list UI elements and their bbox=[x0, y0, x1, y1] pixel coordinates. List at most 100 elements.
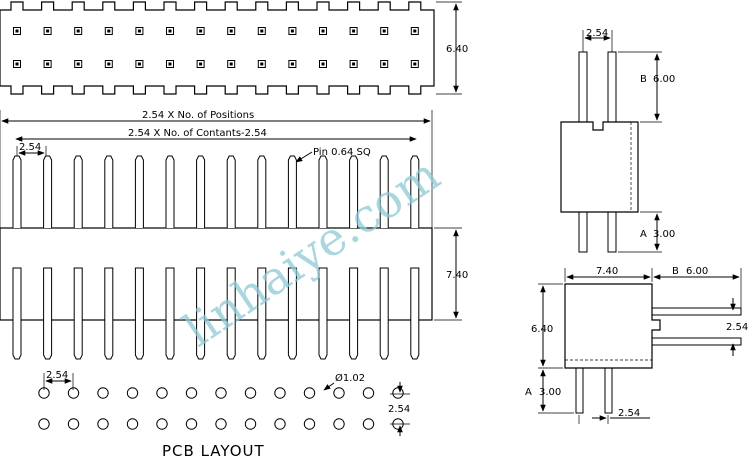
square-hole-center bbox=[107, 62, 111, 66]
pin-spec-label: Pin 0.64 SQ bbox=[313, 147, 371, 158]
pcb-hole bbox=[126, 418, 139, 430]
pcb-layout: 2.54 Ø1.02 2.54 PCB LAYOUT bbox=[38, 370, 410, 457]
square-hole-center bbox=[137, 62, 141, 66]
front-pin-upper bbox=[318, 155, 328, 228]
square-hole-center bbox=[352, 62, 356, 66]
front-pins bbox=[12, 155, 420, 360]
ra-body bbox=[564, 283, 661, 369]
pcb-holes bbox=[38, 387, 404, 430]
square-hole-center bbox=[137, 29, 141, 33]
ra-b-value: 6.00 bbox=[686, 266, 708, 277]
front-pin-lower bbox=[226, 267, 236, 360]
front-pin-upper bbox=[287, 155, 297, 228]
square-hole-center bbox=[15, 29, 19, 33]
square-hole-center bbox=[199, 29, 203, 33]
square-hole-center bbox=[229, 62, 233, 66]
front-pin-lower bbox=[73, 267, 83, 360]
front-pin-upper bbox=[257, 155, 267, 228]
front-pin-lower bbox=[196, 267, 206, 360]
square-hole-center bbox=[260, 62, 264, 66]
pcb-hole bbox=[244, 387, 257, 399]
ra-pitch-right-label: 2.54 bbox=[726, 322, 748, 333]
pcb-hole bbox=[38, 418, 50, 430]
square-hole-center bbox=[76, 62, 80, 66]
top-height-label: 6.40 bbox=[446, 44, 468, 55]
pcb-hole bbox=[215, 387, 227, 399]
front-pin-lower bbox=[104, 267, 114, 360]
front-pin-upper bbox=[134, 155, 144, 228]
front-pin-upper bbox=[410, 155, 420, 228]
square-hole-center bbox=[382, 62, 386, 66]
front-pin-upper bbox=[12, 155, 22, 228]
side-pitch-label: 2.54 bbox=[586, 28, 608, 39]
front-pin-lower bbox=[12, 267, 22, 360]
square-hole-center bbox=[321, 62, 325, 66]
square-hole-center bbox=[321, 29, 325, 33]
front-pin-upper bbox=[104, 155, 114, 228]
front-pin-lower bbox=[318, 267, 328, 360]
pcb-hole bbox=[126, 387, 139, 399]
front-pin-lower bbox=[349, 267, 359, 360]
pcb-hole bbox=[303, 418, 316, 430]
pcb-hole bbox=[67, 387, 80, 399]
side-b-label: B bbox=[640, 74, 647, 85]
front-pin-lower bbox=[379, 267, 389, 360]
front-pin-upper bbox=[226, 155, 236, 228]
pcb-layout-title: PCB LAYOUT bbox=[162, 442, 265, 457]
front-pin-upper bbox=[379, 155, 389, 228]
front-pin-lower bbox=[165, 267, 175, 360]
square-hole-center bbox=[290, 29, 294, 33]
front-body bbox=[0, 227, 433, 321]
front-pin-upper bbox=[349, 155, 359, 228]
top-view-holes bbox=[13, 27, 419, 68]
pcb-hole bbox=[156, 418, 168, 430]
pcb-hole bbox=[274, 387, 286, 399]
front-pin-upper bbox=[43, 155, 53, 228]
front-pin-upper bbox=[73, 155, 83, 228]
front-pin-lower bbox=[43, 267, 53, 360]
side-b-value: 6.00 bbox=[653, 74, 675, 85]
pcb-hole bbox=[185, 418, 198, 430]
pcb-hole bbox=[97, 418, 109, 430]
front-pitch-label: 2.54 bbox=[19, 142, 41, 153]
square-hole-center bbox=[199, 62, 203, 66]
square-hole-center bbox=[46, 62, 50, 66]
total-length-label: 2.54 X No. of Positions bbox=[142, 110, 254, 121]
pcb-hole bbox=[362, 387, 375, 399]
square-hole-center bbox=[352, 29, 356, 33]
side-a-value: 3.00 bbox=[653, 229, 675, 240]
pcb-hole bbox=[215, 418, 227, 430]
square-hole-center bbox=[382, 29, 386, 33]
square-hole-center bbox=[46, 29, 50, 33]
front-view: 2.54 X No. of Positions 2.54 X No. of Co… bbox=[0, 110, 468, 360]
side-view: 2.54 B 6.00 A 3.00 bbox=[560, 28, 675, 253]
side-a-label: A bbox=[640, 229, 647, 240]
side-body bbox=[560, 121, 639, 213]
square-hole-center bbox=[413, 29, 417, 33]
pcb-pitch-v-label: 2.54 bbox=[388, 404, 410, 415]
square-hole-center bbox=[107, 29, 111, 33]
square-hole-center bbox=[168, 62, 172, 66]
front-height-label: 7.40 bbox=[446, 270, 468, 281]
square-hole-center bbox=[168, 29, 172, 33]
front-pin-upper bbox=[196, 155, 206, 228]
pcb-hole bbox=[333, 387, 345, 399]
pcb-hole bbox=[185, 387, 198, 399]
contact-length-label: 2.54 X No. of Contants-2.54 bbox=[128, 128, 267, 139]
ra-b-label: B bbox=[672, 266, 679, 277]
pcb-hole bbox=[303, 387, 316, 399]
ra-width-label: 7.40 bbox=[596, 266, 618, 277]
pcb-pitch-h-label: 2.54 bbox=[46, 370, 68, 381]
pcb-hole-label: Ø1.02 bbox=[335, 372, 365, 384]
square-hole-center bbox=[413, 62, 417, 66]
right-angle-view: 7.40 B 6.00 6.40 2.54 A 3.00 2.54 bbox=[525, 266, 748, 424]
pcb-hole bbox=[274, 418, 286, 430]
front-pin-lower bbox=[287, 267, 297, 360]
top-view: 6.40 bbox=[0, 1, 468, 95]
front-pin-lower bbox=[134, 267, 144, 360]
pcb-hole bbox=[362, 418, 375, 430]
ra-a-value: 3.00 bbox=[539, 387, 561, 398]
pcb-hole bbox=[97, 387, 109, 399]
ra-a-label: A bbox=[525, 387, 532, 398]
